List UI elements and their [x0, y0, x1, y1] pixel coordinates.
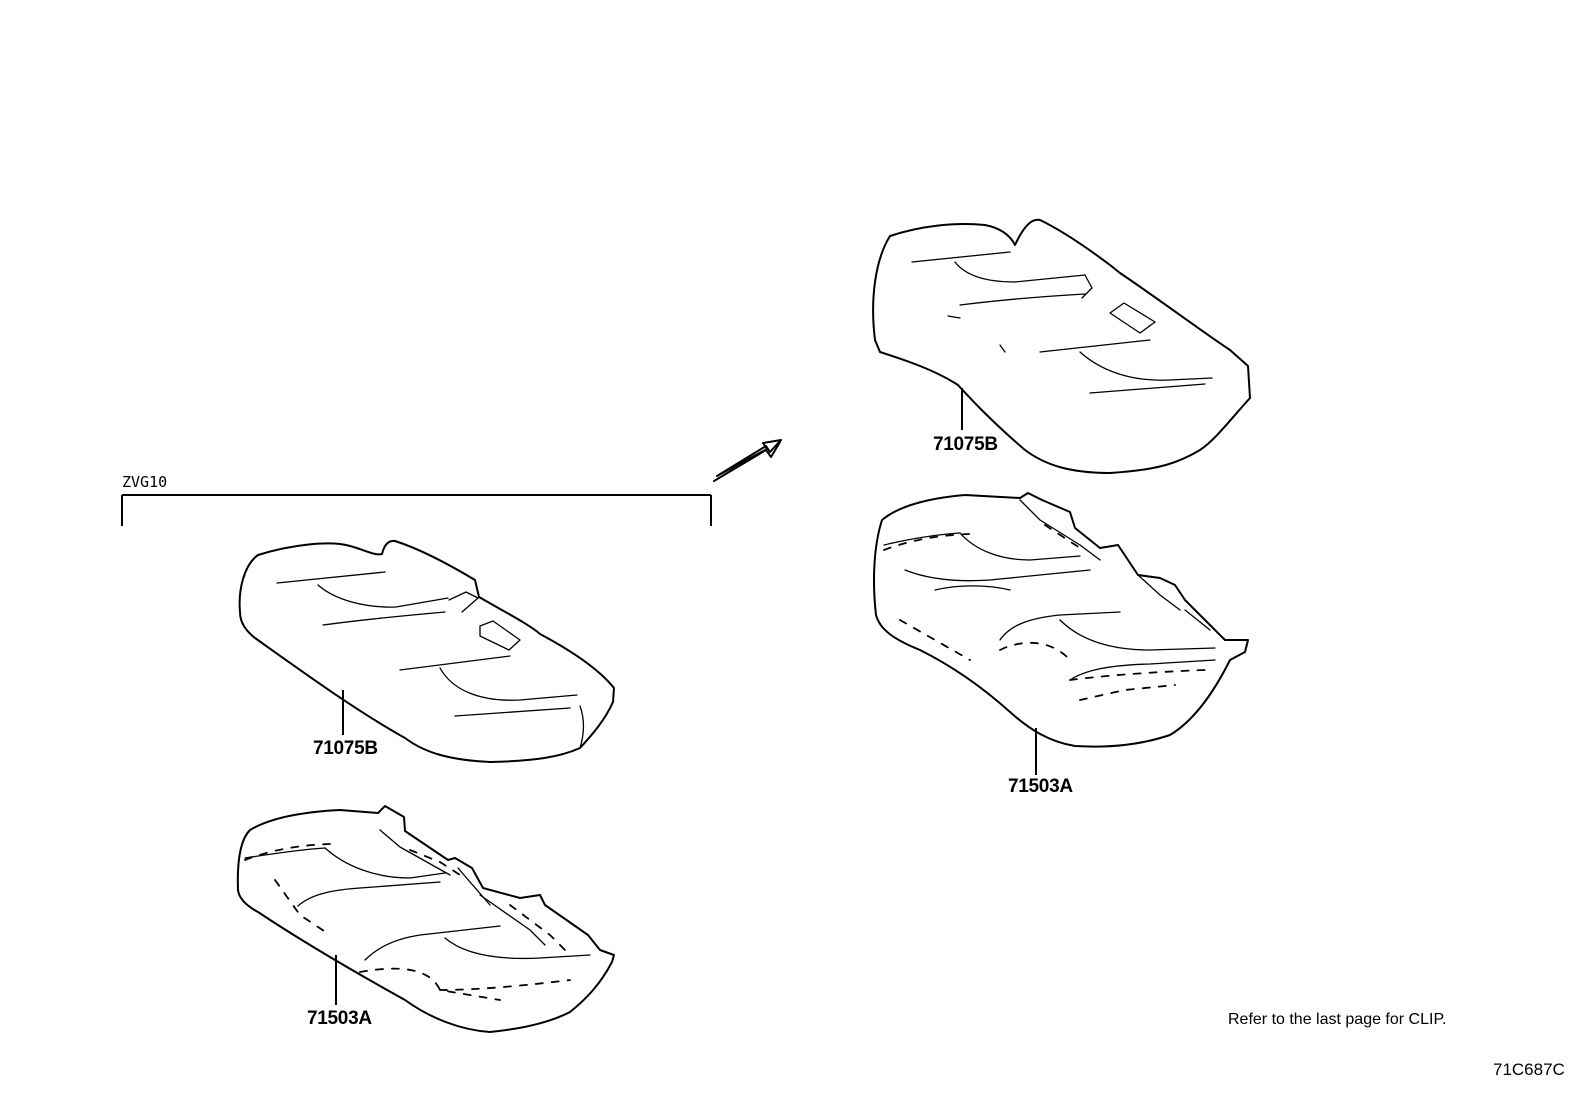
direction-arrow-icon [713, 439, 782, 482]
part-number-left-seatback[interactable]: 71075B [313, 738, 378, 759]
part-number-left-cushion[interactable]: 71503A [307, 1008, 372, 1029]
clip-reference-note: Refer to the last page for CLIP. [1228, 1011, 1447, 1028]
left-cushion-cover-drawing [236, 805, 615, 1033]
figure-code: 71C687C [1493, 1060, 1565, 1079]
variant-label: ZVG10 [122, 473, 168, 491]
left-seatback-cover-drawing [238, 539, 615, 763]
right-cushion-cover-drawing [873, 492, 1249, 748]
right-seatback-cover-drawing [872, 218, 1251, 474]
variant-bracket [121, 494, 712, 526]
part-number-right-cushion[interactable]: 71503A [1008, 776, 1073, 797]
part-number-right-seatback[interactable]: 71075B [933, 434, 998, 455]
